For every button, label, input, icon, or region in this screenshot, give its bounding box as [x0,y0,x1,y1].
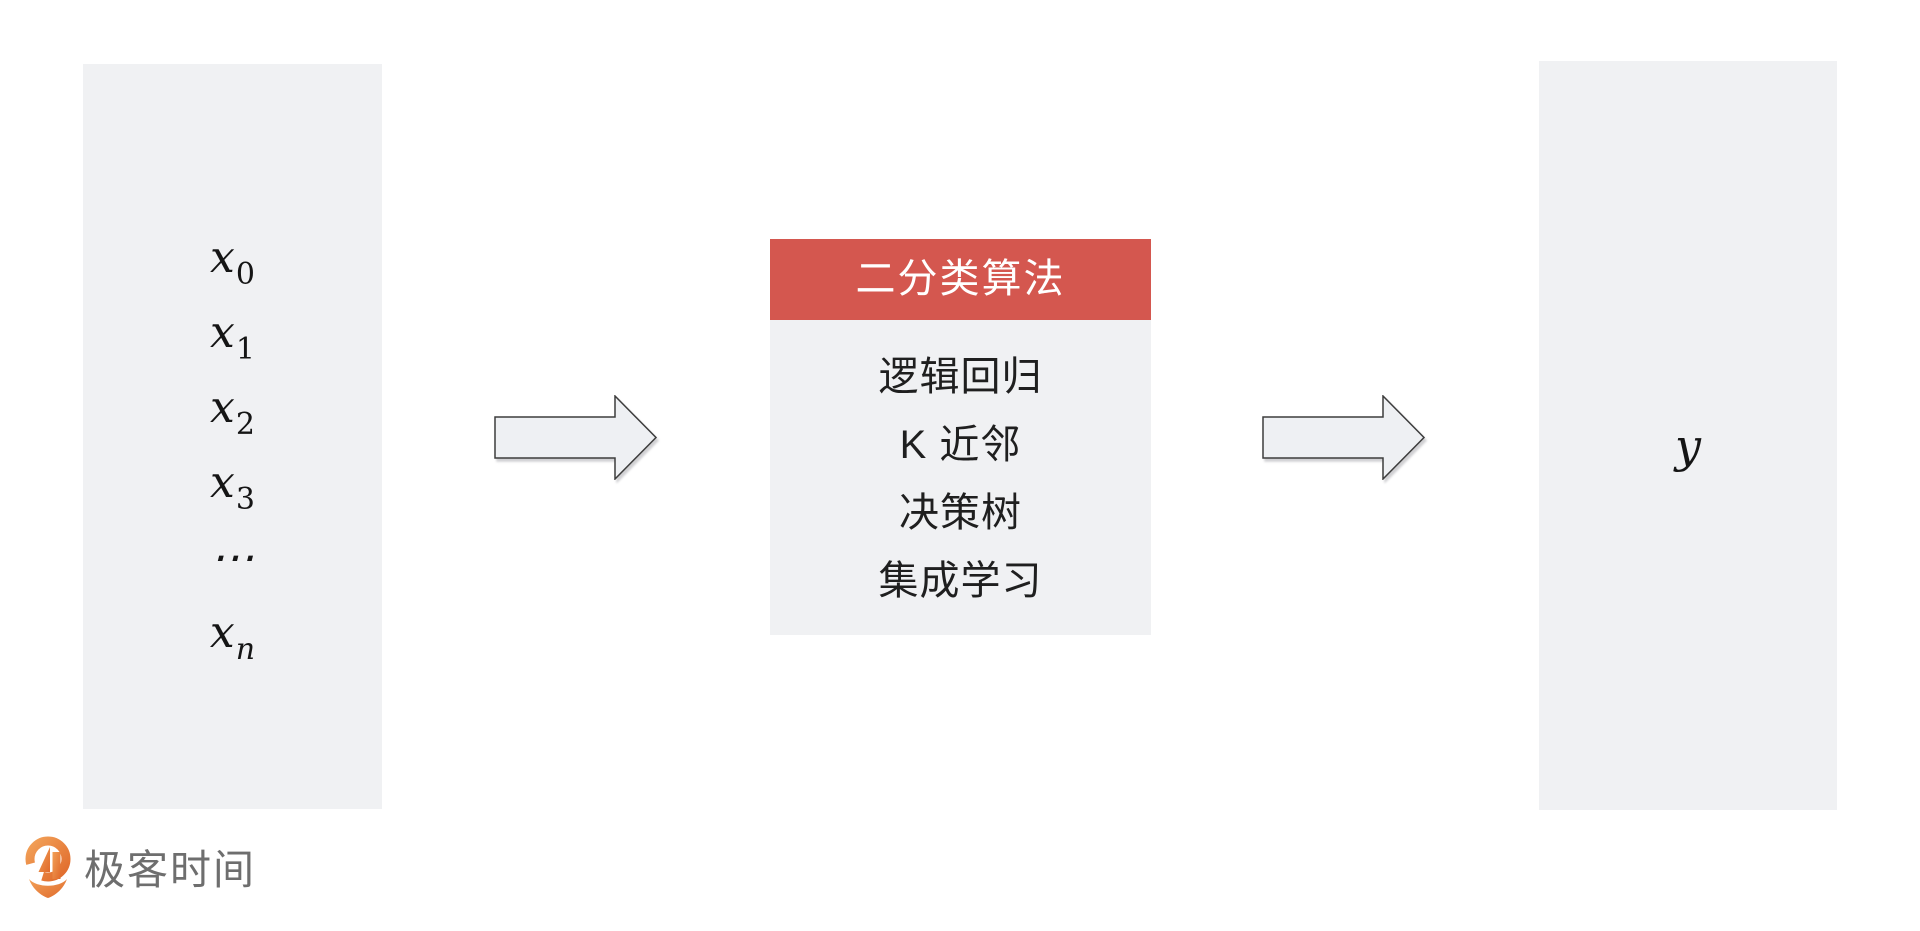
algorithm-item-decision-tree: 决策树 [899,491,1022,535]
geektime-logo: 极客时间 [25,833,256,899]
algorithm-item-logistic-regression: 逻辑回归 [878,355,1043,399]
variable-subscript: 2 [235,407,255,442]
variable-subscript: 3 [235,482,255,517]
input-variable-xn: xn [209,605,255,667]
logo-glyph-bar [52,852,61,879]
output-variable-y: y [1675,418,1701,473]
algorithm-item-ensemble-learning: 集成学习 [878,559,1043,603]
variable-base: x [210,382,235,433]
algorithm-item-knn: K 近邻 [899,423,1022,467]
block-arrow-shape [494,395,658,480]
input-variable-x1: x1 [210,305,255,367]
input-variable-ellipsis: ⋯ [210,530,255,586]
variable-subscript: n [235,632,256,667]
input-variable-x3: x3 [210,455,255,517]
flow-arrow-right-2 [1262,395,1426,480]
input-variable-x0: x0 [210,230,255,292]
output-box: y [1539,61,1837,810]
geektime-logo-text: 极客时间 [84,847,256,893]
logo-glyph-triangle [38,847,50,872]
logo-pin-tail [29,879,67,898]
input-features-box: x0 x1 x2 x3 ⋯ xn [83,64,382,809]
variable-base: x [210,307,235,358]
algorithm-box: 二分类算法 逻辑回归 K 近邻 决策树 集成学习 [770,239,1151,635]
geektime-pin-icon [25,836,71,898]
logo-ring [25,836,71,882]
flow-arrow-right-1 [494,395,658,480]
ellipsis-glyph: ⋯ [210,532,254,583]
algorithm-list: 逻辑回归 K 近邻 决策树 集成学习 [770,320,1151,635]
variable-subscript: 0 [235,257,255,292]
block-arrow-shape [1262,395,1426,480]
variable-base: x [210,232,235,283]
variable-base: x [210,457,235,508]
variable-subscript: 1 [235,332,255,367]
input-variable-x2: x2 [210,380,255,442]
input-variable-list: x0 x1 x2 x3 ⋯ xn [83,230,382,667]
variable-base: x [209,607,235,658]
algorithm-box-title: 二分类算法 [770,239,1151,320]
